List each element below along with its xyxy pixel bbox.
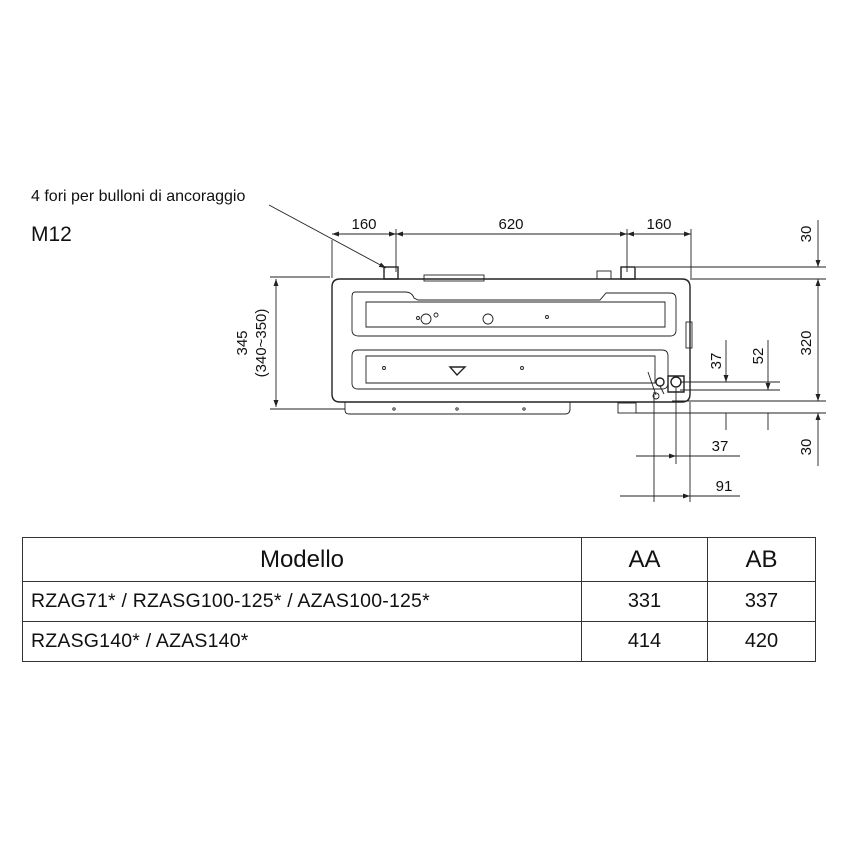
cell-aa: 414 [581, 621, 708, 662]
cell-model: RZAG71* / RZASG100-125* / AZAS100-125* [22, 581, 582, 622]
dim-pipe-52-vertical: 52 [750, 348, 767, 365]
cell-ab: 337 [707, 581, 816, 622]
top-dimension-chain: 160 620 160 [331, 216, 692, 278]
header-ab: AB [707, 537, 816, 582]
left-height-dimension: 345 (340~350) [234, 276, 345, 410]
dim-right-top-30: 30 [798, 226, 815, 243]
header-aa: AA [581, 537, 708, 582]
technical-drawing: 4 fori per bulloni di ancoraggio M12 160… [31, 188, 826, 502]
right-dimension-chain: 30 320 30 [636, 220, 826, 466]
dim-top-right-160: 160 [646, 216, 671, 233]
pipe-connections [647, 321, 693, 400]
dim-pipe-37-vertical: 37 [708, 353, 725, 370]
model-dimension-table: Modello AA AB RZAG71* / RZASG100-125* / … [22, 537, 816, 662]
table-header-row: Modello AA AB [22, 537, 816, 582]
dim-height-345: 345 [234, 330, 251, 355]
table-row: RZASG140* / AZAS140* 414 420 [22, 621, 816, 662]
dim-top-left-160: 160 [351, 216, 376, 233]
dim-right-middle-320: 320 [798, 330, 815, 355]
dim-top-center-620: 620 [498, 216, 523, 233]
dim-pipe-37-horizontal: 37 [712, 438, 729, 455]
dim-height-range: (340~350) [253, 309, 270, 378]
cell-ab: 420 [707, 621, 816, 662]
dim-pipe-91-horizontal: 91 [716, 478, 733, 495]
table-row: RZAG71* / RZASG100-125* / AZAS100-125* 3… [22, 581, 816, 622]
bolt-hole-note: 4 fori per bulloni di ancoraggio [31, 188, 245, 205]
bolt-size-label: M12 [31, 223, 72, 246]
header-model: Modello [22, 537, 582, 582]
unit-body [331, 266, 693, 415]
pipe-vertical-dimensions: 37 52 [680, 340, 780, 430]
bolt-leader-line [268, 204, 387, 269]
cell-model: RZASG140* / AZAS140* [22, 621, 582, 662]
dim-right-bottom-30: 30 [798, 439, 815, 456]
pipe-horizontal-dimensions: 37 91 [620, 388, 740, 502]
cell-aa: 331 [581, 581, 708, 622]
